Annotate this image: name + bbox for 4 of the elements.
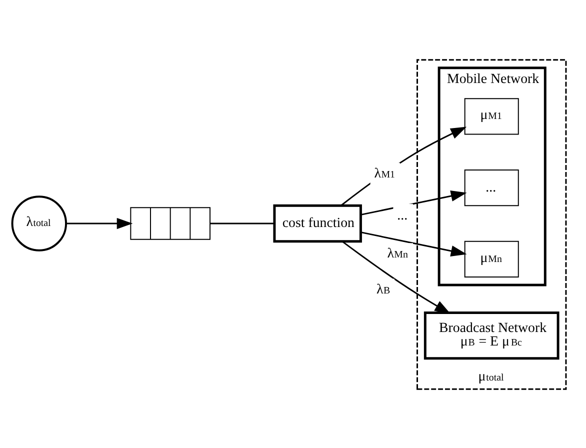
edge-label: λM1 [374, 166, 395, 181]
edge-label: ... [397, 208, 408, 223]
edge-label: λMn [387, 246, 408, 262]
edge-label: λB [376, 282, 390, 297]
